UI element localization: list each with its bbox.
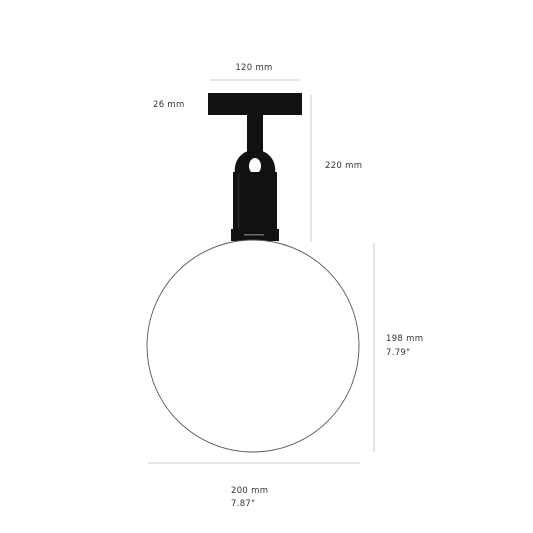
fixture-height-label: 220 mm [325,161,362,171]
canopy [208,93,302,115]
canopy-height-label: 26 mm [153,100,185,110]
bulb-height-mm-label: 198 mm [386,334,423,344]
canopy-width-label: 120 mm [235,63,272,73]
globe-bulb [146,239,360,453]
stem [247,113,263,155]
bulb-width-in-label: 7.87" [231,499,255,509]
socket-highlight [238,174,240,228]
socket-ring-mark [244,234,264,236]
hook-loop-hole [249,158,261,174]
bulb-height-in-label: 7.79" [386,348,410,358]
socket [233,172,277,230]
bulb-width-mm-label: 200 mm [231,486,268,496]
